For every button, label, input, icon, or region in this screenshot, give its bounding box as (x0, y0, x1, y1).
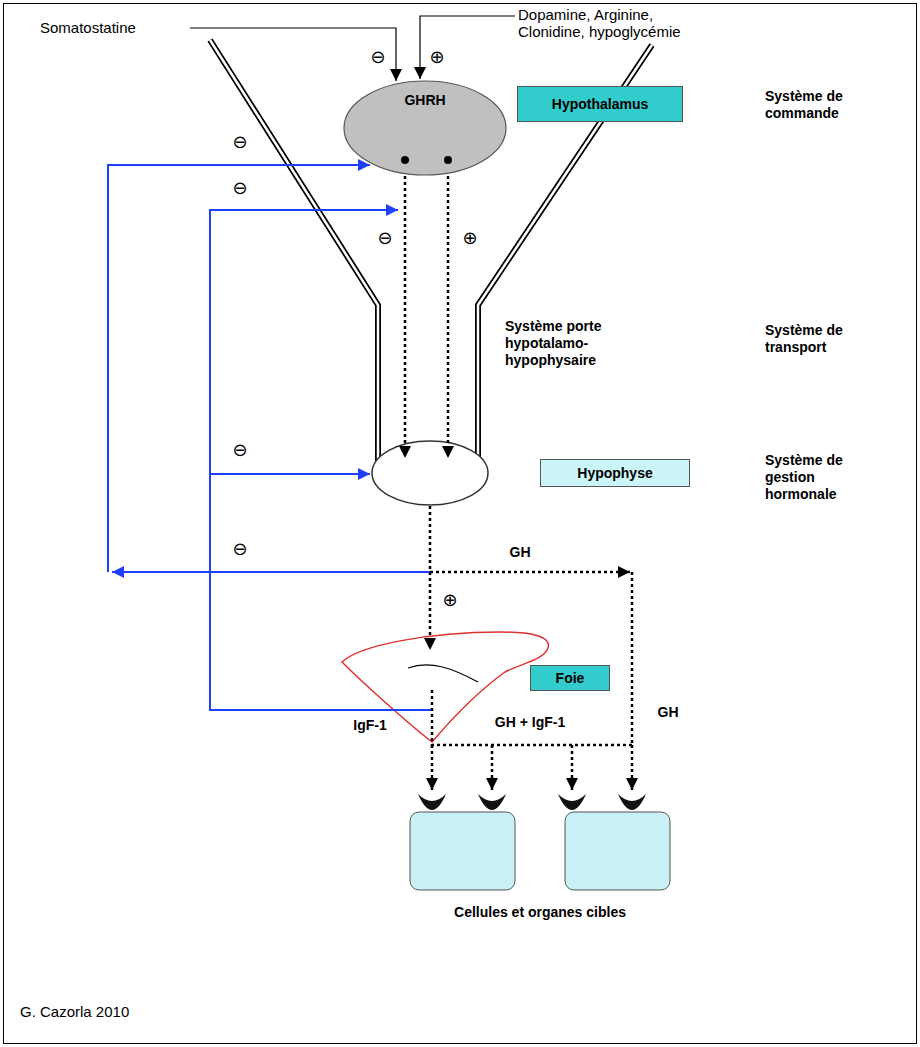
receptor-symbol (618, 794, 646, 810)
node-text: GHRH (404, 92, 445, 109)
input-label: Somatostatine (40, 19, 136, 36)
stimulation-sign: ⊕ (429, 47, 444, 67)
hormone-label: GH (510, 544, 531, 561)
hormone-label: GH (658, 704, 679, 721)
stimulation-sign: ⊕ (462, 228, 477, 248)
receptor-symbol (418, 794, 446, 810)
hormone-flow (429, 506, 432, 650)
inhibition-arrow (190, 28, 396, 81)
node-text: Hypophyse (577, 465, 652, 482)
stalk-lumen (210, 40, 378, 462)
system-label: Système de commande (765, 88, 875, 122)
credit-label: G. Cazorla 2010 (20, 1003, 129, 1020)
stimulation-arrow (420, 16, 515, 79)
hormone-flow (432, 690, 632, 745)
node-text: Foie (556, 670, 585, 687)
target-label: Cellules et organes cibles (454, 904, 626, 921)
ellipse-shape (344, 81, 506, 175)
hormone-flow (571, 745, 574, 790)
inhibition-sign: ⊖ (370, 47, 385, 67)
system-label: Système de transport (765, 322, 875, 356)
neuron-dot (444, 156, 452, 164)
target-cell (410, 812, 515, 890)
stalk-lumen (478, 45, 652, 462)
feedback-line (108, 165, 370, 572)
stalk-wall (478, 45, 652, 462)
hormone-flow (431, 745, 434, 790)
feedback-line (112, 571, 430, 573)
receptor-symbol (478, 794, 506, 810)
receptor-symbol (558, 794, 586, 810)
system-label: Système porte hypotalamo-hypophysaire (505, 318, 615, 369)
inhibition-sign: ⊖ (232, 539, 247, 559)
hormone-flow (491, 745, 494, 790)
liver-detail (408, 665, 478, 682)
system-label: Système de gestion hormonale (765, 452, 843, 503)
organ-tag: Hypothalamus (517, 86, 683, 122)
inhibition-sign: ⊖ (232, 132, 247, 152)
target-cell (565, 812, 670, 890)
hypothalamus-ellipse: GHRH (343, 80, 507, 176)
inhibition-sign: ⊖ (232, 440, 247, 460)
neuron-dot (401, 156, 409, 164)
feedback-line (210, 210, 432, 710)
figure-frame (4, 4, 917, 1044)
hormone-label: IgF-1 (353, 717, 386, 734)
hormone-label: GH + IgF-1 (495, 714, 565, 731)
node-text: Hypothalamus (552, 96, 648, 113)
hormone-flow (447, 176, 450, 458)
inhibition-sign: ⊖ (232, 178, 247, 198)
feedback-line (210, 473, 370, 475)
organ-tag: Foie (530, 665, 610, 691)
stimulation-sign: ⊕ (442, 590, 457, 610)
pituitary-gland (372, 441, 488, 505)
stalk-wall (210, 40, 378, 462)
hormone-flow (631, 745, 634, 790)
inhibition-sign: ⊖ (377, 228, 392, 248)
hormone-flow (430, 571, 630, 574)
organ-tag: Hypophyse (540, 459, 690, 487)
hormone-flow (631, 572, 634, 745)
input-label: Dopamine, Arginine, Clonidine, hypoglycé… (518, 6, 693, 40)
hormone-flow (404, 176, 407, 458)
